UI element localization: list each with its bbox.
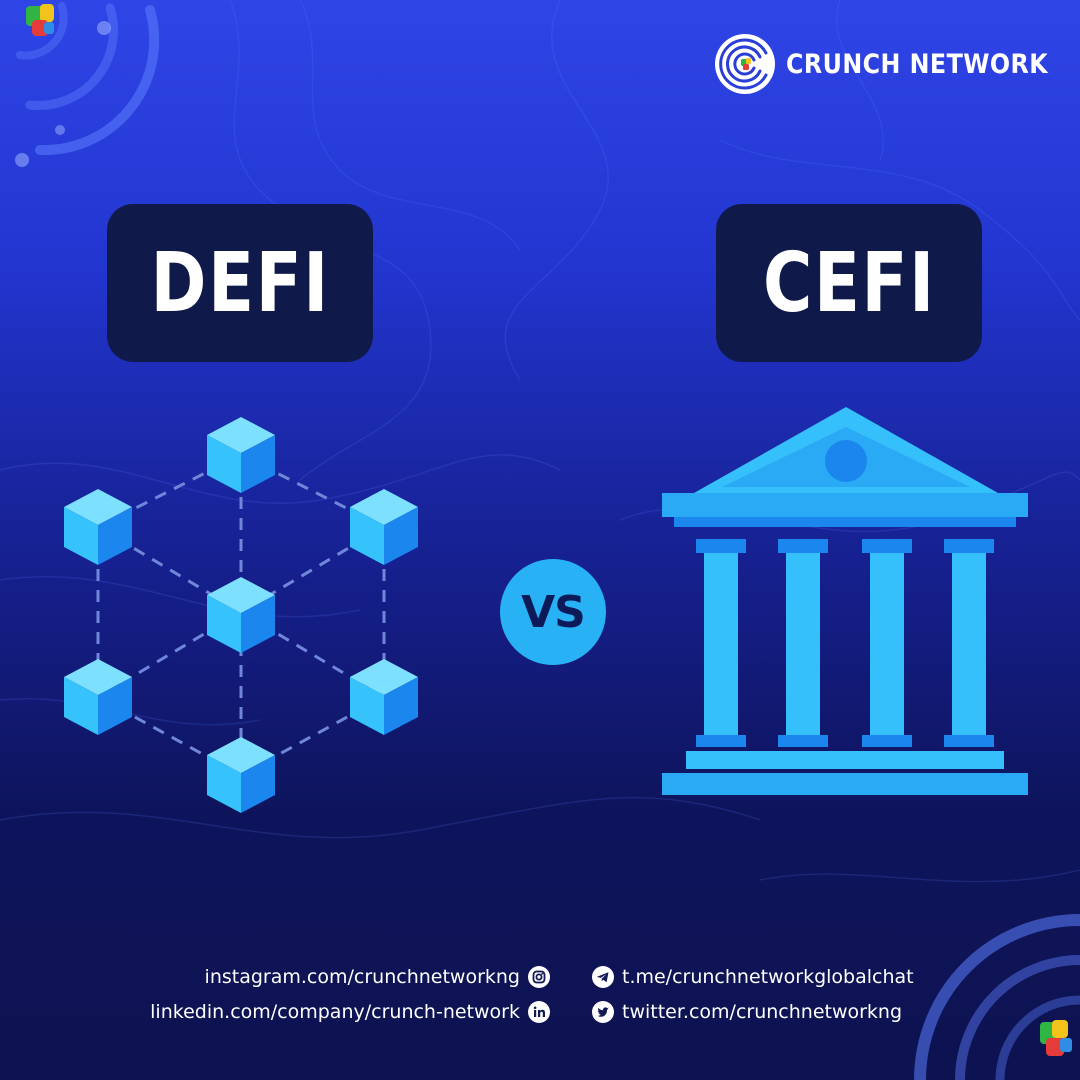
brand-logo: CRUNCH NETWORK <box>714 33 1080 95</box>
instagram-url[interactable]: instagram.com/crunchnetworkng <box>204 966 520 988</box>
defi-label-box: DEFI <box>107 204 373 362</box>
decorative-rings-top-left <box>15 2 160 167</box>
telegram-link[interactable]: t.me/crunchnetworkglobalchat <box>592 966 914 988</box>
network-node-cube <box>207 577 275 653</box>
instagram-link[interactable]: instagram.com/crunchnetworkng <box>205 966 550 988</box>
cefi-label: CEFI <box>762 235 936 331</box>
twitter-icon <box>592 1001 614 1023</box>
decorative-rings-bottom-right <box>914 914 1080 1080</box>
network-node-cube <box>64 489 132 565</box>
bank-building-icon <box>662 407 1028 795</box>
linkedin-url[interactable]: linkedin.com/company/crunch-network <box>150 1001 520 1023</box>
cefi-label-box: CEFI <box>716 204 982 362</box>
telegram-icon <box>592 966 614 988</box>
blockchain-network-icon <box>64 417 418 813</box>
crunch-network-logo-icon <box>715 34 775 94</box>
linkedin-link[interactable]: linkedin.com/company/crunch-network <box>150 1001 550 1023</box>
brand-name: CRUNCH NETWORK <box>786 48 1049 80</box>
linkedin-icon <box>528 1001 550 1023</box>
telegram-url[interactable]: t.me/crunchnetworkglobalchat <box>622 966 914 988</box>
network-node-cube <box>207 417 275 493</box>
network-node-cube <box>350 489 418 565</box>
network-node-cube <box>64 659 132 735</box>
network-node-cube <box>207 737 275 813</box>
defi-label: DEFI <box>150 235 330 331</box>
vs-badge: VS <box>500 559 606 665</box>
twitter-url[interactable]: twitter.com/crunchnetworkng <box>622 1001 903 1023</box>
vs-label: VS <box>521 586 586 638</box>
twitter-link[interactable]: twitter.com/crunchnetworkng <box>592 1001 902 1023</box>
instagram-icon <box>528 966 550 988</box>
network-node-cube <box>350 659 418 735</box>
